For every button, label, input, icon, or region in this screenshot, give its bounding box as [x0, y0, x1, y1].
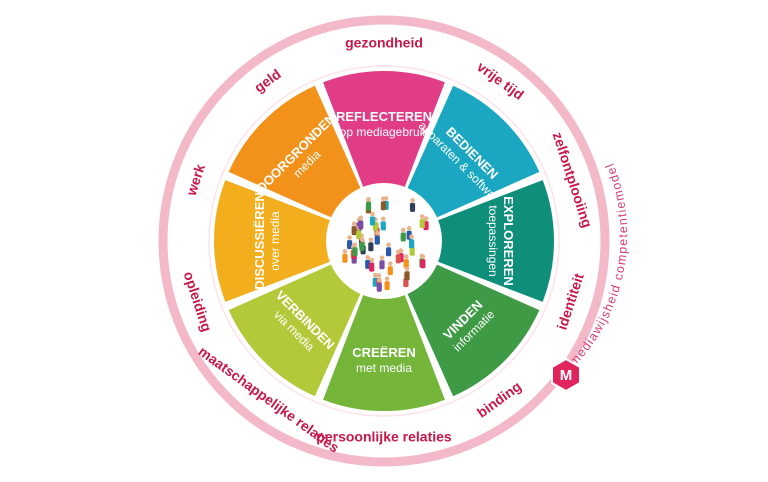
person-head	[352, 242, 358, 248]
segment-verb: DISCUSSIËREN	[252, 192, 267, 290]
person-head	[374, 230, 380, 236]
people-crowd	[328, 185, 440, 297]
person-head	[368, 237, 374, 243]
person-figure	[342, 253, 348, 263]
person-figure	[395, 254, 401, 264]
person-head	[359, 237, 365, 242]
inner-ring-guide	[208, 65, 560, 417]
segment-shape	[323, 295, 445, 411]
life-domain-label: persoonlijke relaties	[316, 429, 452, 445]
person-figure	[365, 259, 371, 269]
segment-shape	[228, 264, 361, 397]
person-head	[381, 196, 386, 201]
person-head	[404, 266, 410, 272]
hub-background	[328, 185, 440, 297]
segment-object: toepassingen	[486, 205, 500, 276]
person-figure	[368, 242, 374, 252]
segment-object: met media	[356, 361, 412, 375]
person-figure	[420, 259, 426, 269]
person-figure	[351, 226, 357, 236]
person-head	[365, 255, 371, 260]
person-figure	[380, 221, 386, 231]
person-figure	[400, 232, 406, 242]
person-figure	[380, 201, 386, 211]
person-figure	[403, 259, 409, 269]
person-head	[376, 273, 382, 278]
life-domain-label: identiteit	[554, 271, 587, 332]
person-head	[406, 225, 412, 231]
person-figure	[419, 219, 425, 229]
segment-object: over media	[268, 211, 282, 271]
segment-shape	[228, 85, 361, 218]
life-domain-label: werk	[183, 162, 208, 198]
segment-object: op mediagebruik	[340, 125, 430, 139]
outer-ring	[158, 15, 610, 467]
person-figure	[369, 216, 376, 226]
person-head	[347, 235, 352, 240]
person-figure	[386, 247, 392, 257]
person-head	[380, 216, 386, 222]
person-figure	[387, 266, 393, 276]
life-domain-label: gezondheid	[345, 35, 423, 51]
person-head	[386, 242, 391, 248]
person-figure	[347, 240, 353, 250]
person-head	[420, 254, 426, 260]
person-head	[423, 216, 429, 221]
life-domain-label: opleiding	[181, 269, 215, 333]
person-head	[372, 272, 378, 278]
person-figure	[352, 247, 358, 257]
person-figure	[358, 220, 364, 230]
segment-verb: EXPLOREREN	[501, 196, 516, 286]
segment-shape	[407, 85, 540, 218]
life-domain-label: geld	[251, 66, 284, 96]
person-figure	[409, 246, 415, 256]
person-figure	[374, 235, 380, 245]
person-head	[410, 198, 415, 203]
logo-letter: M	[560, 367, 573, 384]
person-head	[351, 221, 357, 226]
person-figure	[403, 278, 409, 288]
person-head	[342, 248, 348, 254]
person-figure	[369, 262, 375, 272]
person-head	[409, 234, 414, 240]
person-head	[395, 249, 401, 255]
person-figure	[356, 230, 362, 240]
person-figure	[376, 282, 382, 292]
person-head	[384, 276, 390, 281]
person-head	[376, 277, 382, 283]
person-head	[369, 257, 375, 263]
person-head	[358, 215, 364, 221]
segment-verb: REFLECTEREN	[336, 109, 432, 124]
person-head	[370, 211, 375, 217]
person-head	[387, 261, 393, 266]
segment-shape	[323, 71, 445, 187]
person-figure	[379, 260, 385, 270]
person-figure	[365, 201, 372, 211]
person-head	[403, 254, 409, 259]
logo-badge: M	[551, 357, 581, 393]
person-figure	[359, 242, 365, 252]
person-head	[366, 196, 371, 202]
segment-shape	[438, 180, 555, 302]
person-figure	[408, 239, 415, 249]
segment-shape	[407, 264, 540, 397]
person-head	[379, 255, 385, 261]
segment-shape	[214, 180, 330, 302]
segment-verb: CREËREN	[352, 345, 416, 360]
person-figure	[404, 271, 410, 281]
person-figure	[409, 202, 416, 212]
person-head	[419, 214, 425, 219]
person-head	[400, 227, 406, 233]
person-figure	[384, 281, 390, 291]
